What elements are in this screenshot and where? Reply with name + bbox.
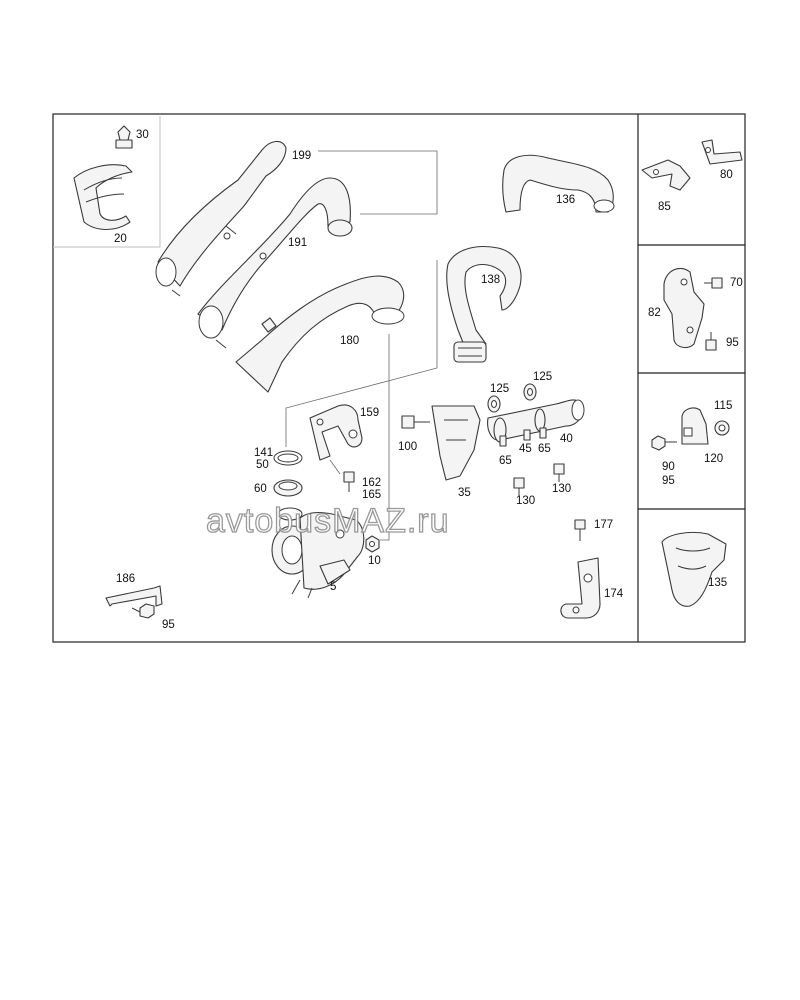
label-141: 141 bbox=[254, 447, 273, 459]
label-95-right-lower: 95 bbox=[662, 475, 675, 487]
charge-pipe-191 bbox=[197, 177, 353, 349]
label-80: 80 bbox=[720, 169, 733, 181]
label-125-left: 125 bbox=[490, 383, 509, 395]
bolt-90 bbox=[651, 435, 677, 451]
bolt-130-left bbox=[513, 477, 525, 496]
heat-shield-135 bbox=[661, 531, 727, 607]
label-136: 136 bbox=[556, 194, 575, 206]
stud-45 bbox=[523, 429, 531, 441]
diagram-frame bbox=[52, 113, 746, 643]
leader-199 bbox=[318, 150, 438, 215]
stud-65-right bbox=[539, 427, 547, 439]
stud-65-left bbox=[499, 435, 507, 447]
label-186: 186 bbox=[116, 573, 135, 585]
bracket-120 bbox=[681, 407, 709, 445]
heat-shield-20 bbox=[73, 164, 133, 231]
label-90: 90 bbox=[662, 461, 675, 473]
label-45: 45 bbox=[519, 443, 532, 455]
bolt-130-right bbox=[553, 463, 565, 482]
label-174: 174 bbox=[604, 588, 624, 600]
label-199: 199 bbox=[292, 150, 311, 162]
label-130-left: 130 bbox=[516, 495, 535, 507]
label-100: 100 bbox=[398, 441, 417, 453]
clamp-60 bbox=[273, 479, 303, 497]
bolt-177 bbox=[574, 519, 586, 541]
label-120: 120 bbox=[704, 453, 723, 465]
bolt-115 bbox=[714, 420, 730, 436]
intake-pipe-199 bbox=[155, 140, 287, 297]
label-191: 191 bbox=[288, 237, 307, 249]
label-65-left: 65 bbox=[499, 455, 512, 467]
label-82: 82 bbox=[648, 307, 661, 319]
label-65-right: 65 bbox=[538, 443, 551, 455]
bracket-80 bbox=[701, 139, 743, 165]
label-177: 177 bbox=[594, 519, 613, 531]
bracket-85 bbox=[641, 159, 691, 191]
label-40: 40 bbox=[560, 433, 573, 445]
label-35: 35 bbox=[458, 487, 471, 499]
label-135: 135 bbox=[708, 577, 727, 589]
bolt-95-lower-left bbox=[131, 603, 155, 619]
bracket-186 bbox=[105, 585, 163, 607]
bracket-82 bbox=[663, 267, 705, 349]
clip-30 bbox=[115, 125, 133, 149]
bracket-159 bbox=[309, 404, 363, 461]
washer-125-right bbox=[523, 383, 537, 401]
inset-box-20 bbox=[53, 116, 161, 248]
watermark: avtobusMAZ.ru bbox=[206, 502, 450, 540]
label-165: 165 bbox=[362, 489, 381, 501]
bracket-35 bbox=[431, 405, 481, 481]
label-10: 10 bbox=[368, 555, 381, 567]
leader-180 bbox=[380, 334, 390, 541]
exhaust-pipe-40 bbox=[487, 399, 585, 443]
label-20: 20 bbox=[114, 233, 127, 245]
bracket-174 bbox=[560, 557, 601, 619]
label-138: 138 bbox=[481, 274, 500, 286]
label-159: 159 bbox=[360, 407, 379, 419]
label-70: 70 bbox=[730, 277, 743, 289]
label-95-lower-left: 95 bbox=[162, 619, 175, 631]
washer-125-left bbox=[487, 395, 501, 413]
turbocharger-5 bbox=[271, 507, 365, 599]
label-30: 30 bbox=[136, 129, 149, 141]
label-180: 180 bbox=[340, 335, 359, 347]
bolt-70 bbox=[704, 277, 723, 289]
charge-pipe-180 bbox=[235, 275, 405, 393]
label-85: 85 bbox=[658, 201, 671, 213]
label-95-right-mid: 95 bbox=[726, 337, 739, 349]
label-50: 50 bbox=[256, 459, 269, 471]
bolt-100 bbox=[401, 415, 430, 429]
leader-138 bbox=[285, 260, 438, 447]
label-5: 5 bbox=[330, 581, 336, 593]
label-130-right: 130 bbox=[552, 483, 571, 495]
hose-138 bbox=[446, 246, 522, 363]
bolt-95-right-mid bbox=[705, 332, 717, 351]
leader-162 bbox=[329, 459, 341, 475]
bolt-162 bbox=[343, 471, 355, 492]
gasket-141 bbox=[273, 450, 303, 466]
label-115: 115 bbox=[714, 400, 732, 412]
label-162: 162 bbox=[362, 477, 381, 489]
nut-10 bbox=[365, 535, 380, 553]
label-60: 60 bbox=[254, 483, 267, 495]
hose-136 bbox=[502, 154, 615, 213]
label-125-right: 125 bbox=[533, 371, 552, 383]
